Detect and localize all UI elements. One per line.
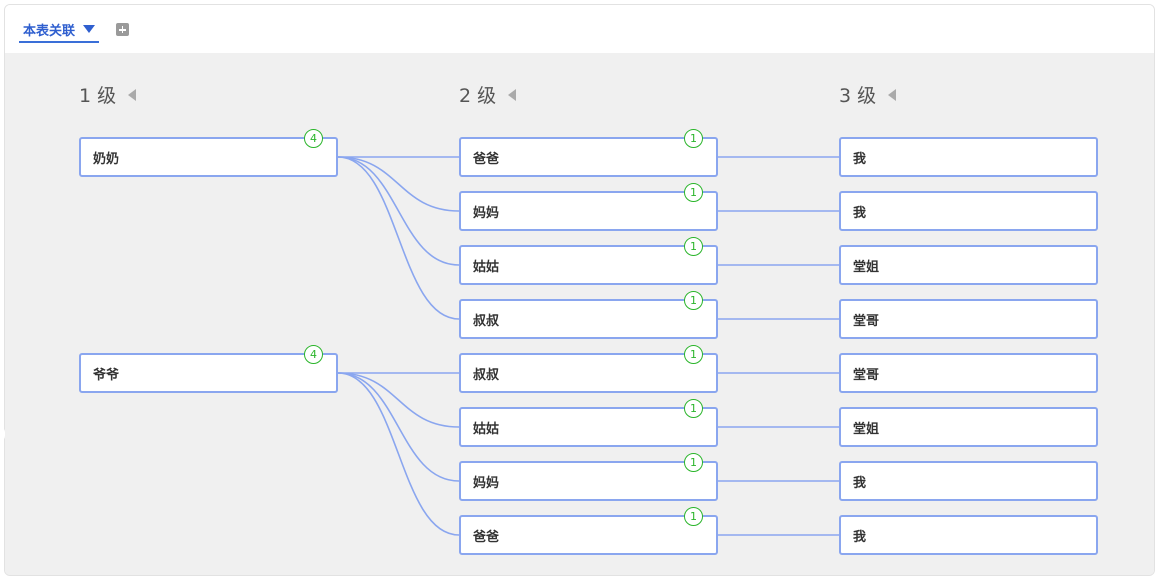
collapse-arrow-icon[interactable] [508,88,517,101]
tree-node-level2[interactable]: 姑姑 1 [459,237,718,285]
caret-down-icon[interactable] [83,25,96,33]
child-count-badge[interactable]: 1 [684,129,703,148]
tree-node-level3[interactable]: 堂姐 [839,245,1098,285]
connector-line [337,372,460,482]
node-label: 堂哥 [853,313,880,329]
connector-line [337,156,460,266]
tree-node-level2[interactable]: 妈妈 1 [459,453,718,501]
tree-node-level3[interactable]: 堂哥 [839,353,1098,393]
child-count-badge[interactable]: 1 [684,345,703,364]
add-icon[interactable] [116,23,129,36]
node-label: 堂姐 [853,421,880,437]
connector-line [337,372,460,536]
connector-line [337,372,460,428]
node-label: 妈妈 [473,205,500,221]
tree-node-level3[interactable]: 堂姐 [839,407,1098,447]
level-header-1: 1 级 [79,81,137,108]
node-label: 堂姐 [853,259,880,275]
child-count-badge[interactable]: 1 [684,399,703,418]
node-label: 叔叔 [473,313,500,329]
node-label: 我 [853,529,867,545]
tree-node-level3[interactable]: 我 [839,461,1098,501]
child-count-badge[interactable]: 1 [684,507,703,526]
tree-node-level1[interactable]: 奶奶 4 [79,129,338,177]
node-label: 妈妈 [473,475,500,491]
tree-node-level2[interactable]: 姑姑 1 [459,399,718,447]
link-layer [337,156,840,536]
tree-node-level2[interactable]: 叔叔 1 [459,345,718,393]
child-count-badge[interactable]: 1 [684,453,703,472]
node-label: 爸爸 [473,529,500,545]
tree-node-level2[interactable]: 爸爸 1 [459,507,718,555]
node-label: 姑姑 [473,259,500,275]
level-header-2: 2 级 [459,81,517,108]
tab-this-table-relation[interactable]: 本表关联 [19,17,100,43]
node-label: 我 [853,205,867,221]
tree-node-level2[interactable]: 妈妈 1 [459,183,718,231]
tree-node-level2[interactable]: 叔叔 1 [459,291,718,339]
level-label: 2 级 [459,85,497,107]
child-count-badge[interactable]: 4 [304,345,323,364]
collapse-arrow-icon[interactable] [128,88,137,101]
node-label: 爷爷 [93,367,120,383]
tree-node-level3[interactable]: 我 [839,137,1098,177]
scroll-handle[interactable] [0,427,5,441]
tab-label: 本表关联 [23,23,76,39]
node-label: 姑姑 [473,421,500,437]
node-label: 我 [853,151,867,167]
tree-node-level1[interactable]: 爷爷 4 [79,345,338,393]
collapse-arrow-icon[interactable] [888,88,897,101]
connector-line [337,156,460,212]
tree-node-level3[interactable]: 我 [839,515,1098,555]
node-label: 奶奶 [93,151,120,167]
level-header-3: 3 级 [839,81,897,108]
tree-node-level2[interactable]: 爸爸 1 [459,129,718,177]
node-label: 叔叔 [473,367,500,383]
child-count-badge[interactable]: 1 [684,183,703,202]
tree-node-level3[interactable]: 堂哥 [839,299,1098,339]
connector-line [337,156,460,320]
child-count-badge[interactable]: 1 [684,291,703,310]
tree-node-level3[interactable]: 我 [839,191,1098,231]
level-label: 1 级 [79,85,117,107]
node-label: 爸爸 [473,151,500,167]
child-count-badge[interactable]: 1 [684,237,703,256]
node-label: 堂哥 [853,367,880,383]
level-label: 3 级 [839,85,877,107]
child-count-badge[interactable]: 4 [304,129,323,148]
toolbar: 本表关联 [5,5,1154,53]
tree-canvas: 1 级 2 级 3 级奶奶 4 爷爷 4 爸爸 1 妈妈 1 姑姑 1 叔叔 1 叔叔 1 姑姑 1 妈妈 1 爸爸 1 我… [5,53,1154,575]
node-label: 我 [853,475,867,491]
